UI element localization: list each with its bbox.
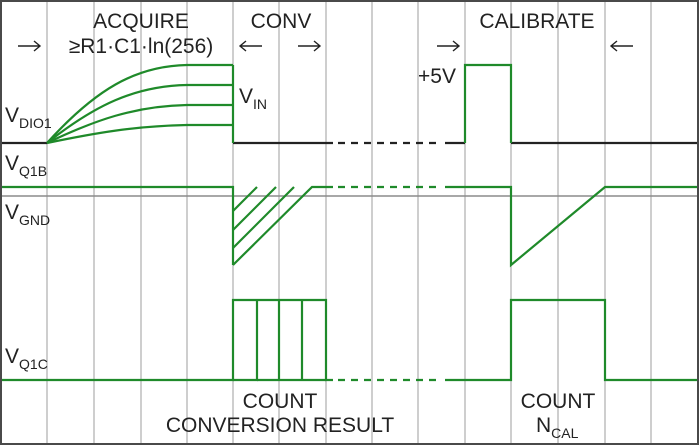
plus5v-label: +5V: [418, 65, 456, 88]
arrow-icon: [18, 40, 633, 52]
count-left-label: COUNT: [243, 390, 318, 413]
vq1c-cal-pulse: [445, 298, 698, 382]
vq1b-label: VQ1B: [5, 152, 47, 179]
conv-label: CONV: [251, 10, 312, 33]
vq1b-pre-cal: [445, 185, 698, 268]
conv-arrow-right-icon: [298, 40, 322, 52]
charge-curve-4: [46, 123, 233, 145]
vq1b-trace: [1, 185, 698, 268]
calibrate-label: CALIBRATE: [479, 10, 594, 33]
vdio1-green-trace: [46, 63, 513, 145]
vq1b-ramp-1: [232, 186, 258, 212]
vq1b-ramp-2: [232, 186, 277, 231]
conversion-result-label: CONVERSION RESULT: [166, 414, 394, 437]
calibrate-arrow-right-icon: [437, 40, 461, 52]
vq1c-count-pulse: [1, 298, 333, 382]
calibrate-pulse: [463, 63, 513, 143]
vq1c-edge-1: [233, 300, 259, 382]
ncal-label: NCAL: [536, 414, 579, 441]
charge-curve-2: [46, 83, 233, 144]
vin-label: VIN: [239, 85, 267, 112]
vq1c-label: VQ1C: [5, 345, 48, 372]
vq1c-trace: [1, 298, 698, 382]
count-right-label: COUNT: [521, 390, 596, 413]
acquire-arrow-right-icon: [18, 40, 42, 52]
acquire-time-label: ≥R1·C1·ln(256): [69, 35, 214, 58]
vq1b-left: [1, 185, 235, 265]
vdio1-label: VDIO1: [5, 104, 52, 131]
vq1b-ramp-3: [232, 186, 295, 249]
acquire-label: ACQUIRE: [93, 10, 189, 33]
grid-lines: [46, 2, 652, 443]
vq1b-ramp-4: [232, 185, 333, 266]
calibrate-arrow-left-icon: [609, 40, 633, 52]
charge-curve-1: [46, 63, 233, 144]
charge-curve-3: [46, 103, 233, 144]
vgnd-label: VGND: [5, 201, 50, 228]
acquire-arrow-left-icon: [238, 40, 262, 52]
